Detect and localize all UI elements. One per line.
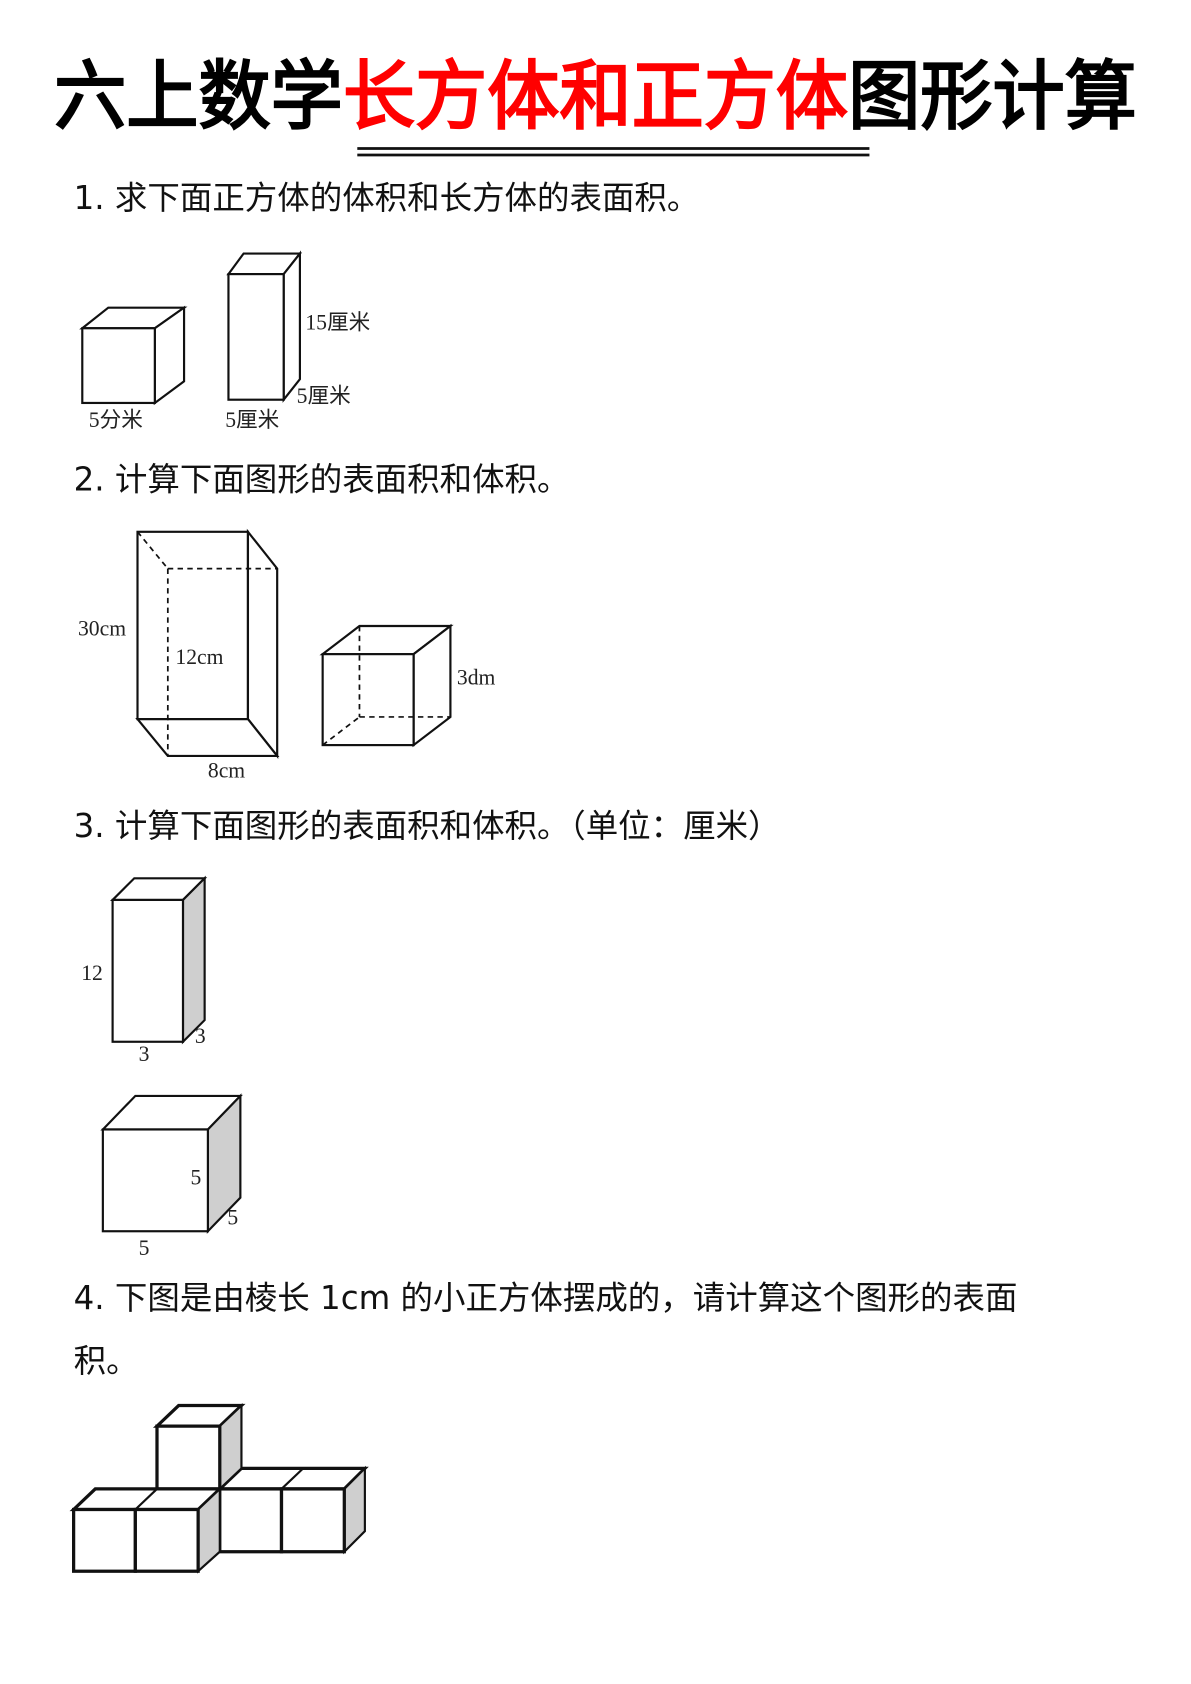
q1-cube-figure [79,305,188,406]
question-1-text: 1. 求下面正方体的体积和长方体的表面积。 [74,179,700,217]
title-part3: 图形计算 [848,53,1137,141]
question-4-text-line2: 积。 [74,1342,139,1380]
title-part1: 六上数学 [54,53,343,141]
q3-box-depth-label: 3 [195,1024,206,1048]
q1-box-width-label: 5厘米 [225,408,279,432]
q3-box-figure [109,875,208,1045]
q2-cube-figure [319,623,454,748]
page-title: 六上数学长方体和正方体图形计算 [54,53,1137,141]
q1-box-depth-label: 5厘米 [297,384,351,408]
q2-box-width-label: 8cm [208,759,245,783]
q3-cube-height-label: 5 [191,1166,202,1190]
q4-cubes-figure [69,1403,369,1574]
q2-cube-edge-label: 3dm [457,665,496,689]
q2-box-height-label: 30cm [78,617,126,641]
q3-cube-figure [100,1093,243,1234]
q1-box-height-label: 15厘米 [305,310,370,334]
q1-box-figure [226,250,303,403]
q3-box-height-label: 12 [81,961,103,985]
q2-box-figure [135,528,280,760]
q1-cube-edge-label: 5分米 [89,408,143,432]
q3-cube-width-label: 5 [139,1236,150,1260]
question-3-text: 3. 计算下面图形的表面积和体积。（单位：厘米） [74,807,781,845]
q2-box-depth-label: 12cm [175,645,223,669]
question-4-text-line1: 4. 下图是由棱长 1cm 的小正方体摆成的，请计算这个图形的表面 [74,1279,1018,1317]
title-part2: 长方体和正方体 [343,53,848,141]
q3-box-width-label: 3 [139,1042,150,1066]
question-2-text: 2. 计算下面图形的表面积和体积。 [74,461,570,499]
q3-cube-depth-label: 5 [227,1206,238,1230]
